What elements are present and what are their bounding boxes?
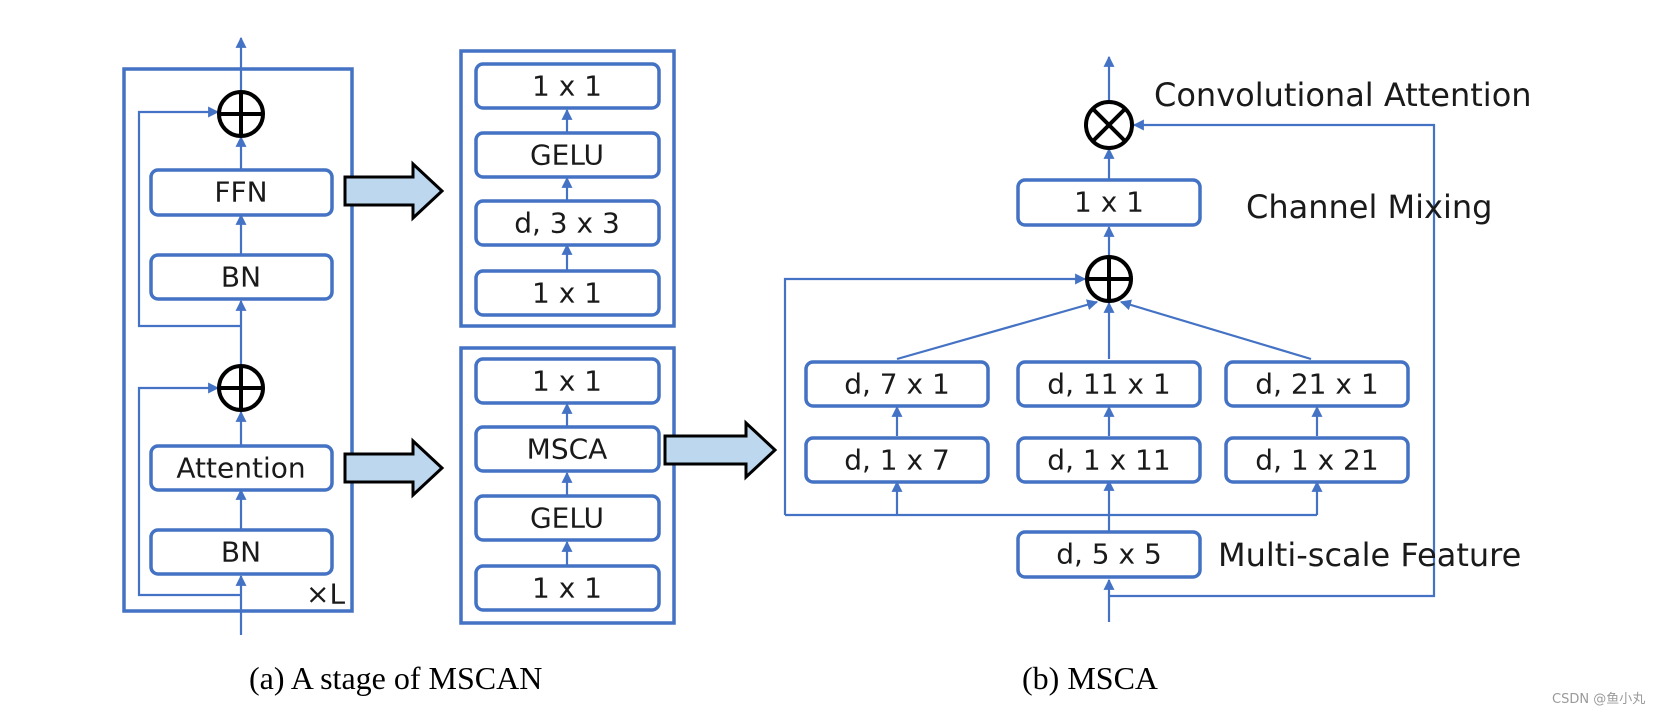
ffn-conv-bottom-box <box>474 269 661 317</box>
expand-arrow-ffn <box>343 160 445 222</box>
caption-left: (a) A stage of MSCAN <box>249 660 542 696</box>
branch2-bottom-label: d, 1 x 11 <box>1047 444 1170 477</box>
identity-branch-line <box>783 273 1087 515</box>
attn-conv-top-label: 1 x 1 <box>532 365 602 398</box>
repeat-label: ×L <box>306 578 345 611</box>
ffn-gelu-label: GELU <box>530 139 604 172</box>
channel-conv-box <box>1016 178 1202 227</box>
channel-conv-label: 1 x 1 <box>1074 186 1144 219</box>
bn-bottom-label: BN <box>221 536 261 569</box>
attention-box <box>149 444 334 492</box>
ffn-conv-bottom-label: 1 x 1 <box>532 277 602 310</box>
msca-box <box>474 425 661 473</box>
ffn-dwconv-label: d, 3 x 3 <box>514 207 620 240</box>
multiscale-feature-label: Multi-scale Feature <box>1218 536 1521 574</box>
ffn-conv-top-label: 1 x 1 <box>532 70 602 103</box>
branch3-top-label: d, 21 x 1 <box>1255 368 1378 401</box>
ffn-dwconv-box <box>474 199 661 247</box>
branch2-top-box <box>1016 360 1202 408</box>
bn-top-box <box>149 253 334 301</box>
branch-merge-arrow <box>1119 299 1312 361</box>
attn-conv-top-box <box>474 357 661 405</box>
branch3-bottom-label: d, 1 x 21 <box>1255 444 1378 477</box>
branch1-top-box <box>804 360 990 408</box>
branch3-top-box <box>1224 360 1410 408</box>
attention-skip-line <box>1109 119 1436 598</box>
attn-gelu-box <box>474 494 661 542</box>
attn-conv-bottom-label: 1 x 1 <box>532 572 602 605</box>
multiply-operator <box>1084 100 1134 150</box>
branch-merge-arrow <box>896 299 1099 361</box>
branch1-bottom-box <box>804 436 990 484</box>
ffn-gelu-box <box>474 131 661 179</box>
ffn-conv-top-box <box>474 62 661 110</box>
bn-bottom-box <box>149 528 334 576</box>
ffn-detail-frame <box>459 49 676 328</box>
expand-arrow-attention <box>343 437 445 499</box>
add-operator-top <box>217 90 265 138</box>
msca-label: MSCA <box>527 433 608 466</box>
caption-right: (b) MSCA <box>1022 660 1158 696</box>
branch2-top-label: d, 11 x 1 <box>1047 368 1170 401</box>
branch3-bottom-box <box>1224 436 1410 484</box>
attention-label: Attention <box>176 452 305 485</box>
bn-top-label: BN <box>221 261 261 294</box>
conv-attention-label: Convolutional Attention <box>1154 76 1532 114</box>
stage-outer-frame <box>122 67 354 613</box>
base-conv-box <box>1016 530 1202 579</box>
ffn-label: FFN <box>214 176 267 209</box>
base-conv-label: d, 5 x 5 <box>1056 538 1162 571</box>
branch1-top-label: d, 7 x 1 <box>844 368 950 401</box>
add-operator-msca <box>1085 255 1133 303</box>
branch1-bottom-label: d, 1 x 7 <box>844 444 950 477</box>
attn-gelu-label: GELU <box>530 502 604 535</box>
residual-skip-attention <box>137 382 241 597</box>
channel-mixing-label: Channel Mixing <box>1246 188 1492 226</box>
branch2-bottom-box <box>1016 436 1202 484</box>
add-operator-bottom <box>217 364 265 412</box>
watermark: CSDN @鱼小丸 <box>1552 691 1645 707</box>
residual-skip-ffn <box>137 106 241 328</box>
ffn-box <box>149 168 334 217</box>
attn-conv-bottom-box <box>474 564 661 612</box>
expand-arrow-msca <box>663 419 778 481</box>
attention-detail-frame <box>459 346 676 625</box>
